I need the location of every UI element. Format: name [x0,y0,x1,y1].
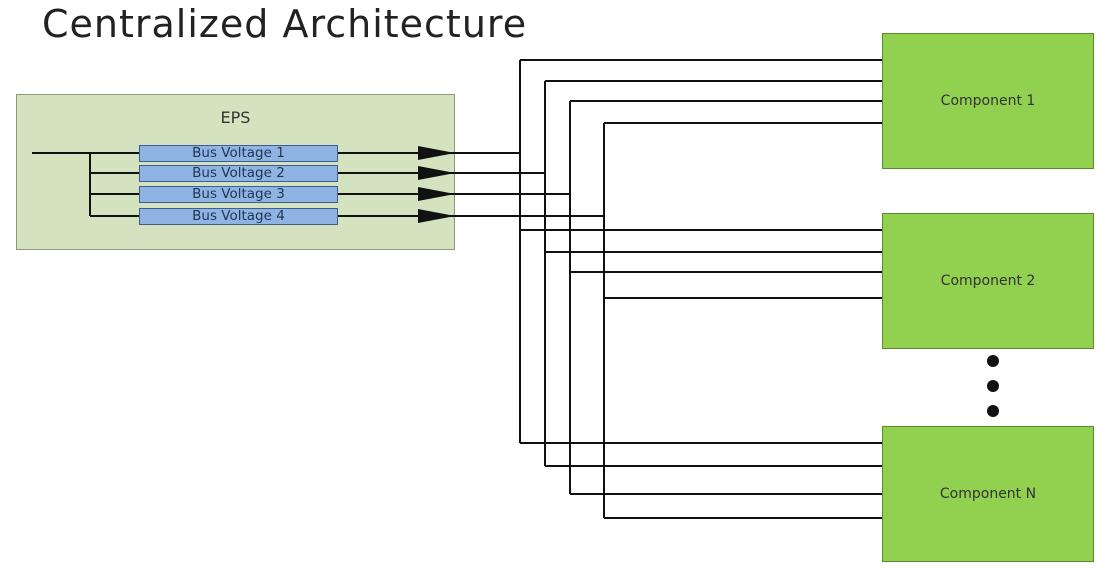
arrow-head-4 [418,209,455,223]
bus-voltage-1-box: Bus Voltage 1 [139,145,338,162]
arrow-head-3 [418,187,455,201]
bus-voltage-4-box: Bus Voltage 4 [139,208,338,225]
arrow-head-1 [418,146,455,160]
component-1-block: Component 1 [882,33,1094,169]
component-n-label: Component N [939,486,1037,502]
component-n-block: Component N [882,426,1094,562]
ellipsis-dot [987,355,999,367]
eps-label: EPS [220,108,251,127]
ellipsis-dot [987,405,999,417]
component-2-block: Component 2 [882,213,1094,349]
diagram-title: Centralized Architecture [42,2,528,46]
ellipsis-dot [987,380,999,392]
component-2-label: Component 2 [940,273,1036,289]
component-1-label: Component 1 [940,93,1036,109]
bus-voltage-2-box: Bus Voltage 2 [139,165,338,182]
bus-voltage-3-box: Bus Voltage 3 [139,186,338,203]
arrow-head-2 [418,166,455,180]
